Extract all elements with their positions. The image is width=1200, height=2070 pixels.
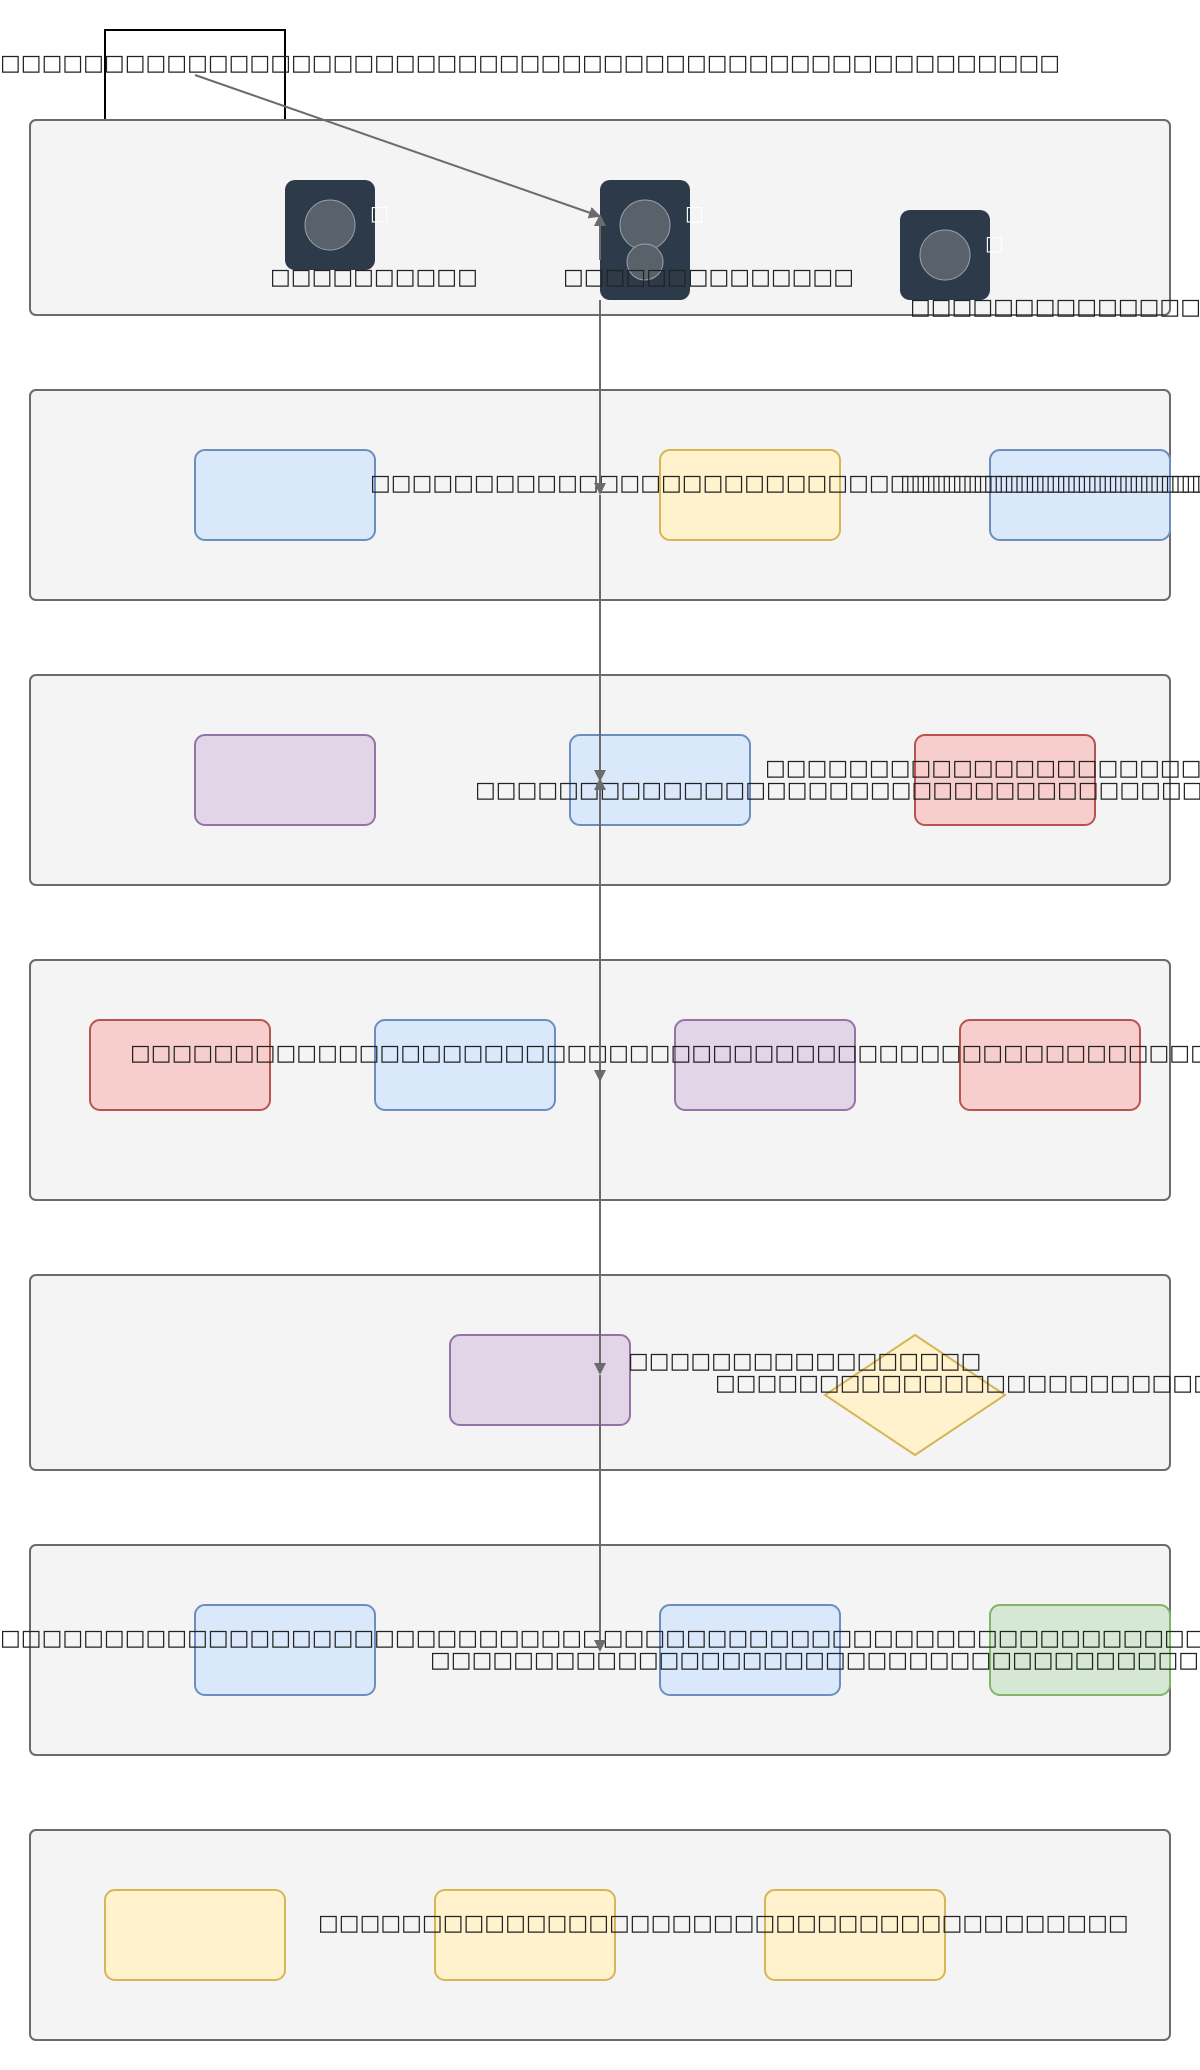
- process-node[interactable]: [449, 1334, 631, 1426]
- edge-label: □□□□□□□□□□□□□□□□□□□□□□□□□□□□□□□: [765, 756, 1200, 781]
- process-node[interactable]: [959, 1019, 1141, 1111]
- edge-label: □□□□□□□□□□□□□□□□□□□□□□□□□□□□□□□□□□□□□□□□…: [715, 1371, 1200, 1396]
- process-node[interactable]: [659, 449, 841, 541]
- process-node[interactable]: [764, 1889, 946, 1981]
- actor-label: □□□□□□□□□□□□□□: [563, 265, 854, 290]
- process-node[interactable]: [989, 1604, 1171, 1696]
- process-node[interactable]: [374, 1019, 556, 1111]
- actor-label: □□□□□□□□□□□□□□: [910, 295, 1200, 320]
- edge-label: □□□□□□□□□□□□□□□□□□□□□□□□□□□□□□□□□□□□□□□: [318, 1911, 1129, 1936]
- user-icon: [304, 199, 356, 251]
- edge-label: □□□□□□□□□□□□□□□□□□□□□□□□□□□□□□□□□□□□□□□□…: [430, 1648, 1200, 1673]
- decision-node[interactable]: [823, 1333, 1007, 1457]
- process-node[interactable]: [194, 449, 376, 541]
- actor-node[interactable]: □: [285, 180, 389, 270]
- process-node[interactable]: [659, 1604, 841, 1696]
- process-node[interactable]: [194, 734, 376, 826]
- user-icon: [919, 229, 971, 281]
- user-icon: [619, 199, 671, 251]
- connector: [194, 74, 601, 219]
- process-node[interactable]: [194, 1604, 376, 1696]
- actor-label: □□□□□□□□□□: [270, 265, 478, 290]
- edge-label: □□□□□□□□□□□□□□□□□□□□□□□□□□: [900, 471, 1200, 496]
- process-node[interactable]: [104, 1889, 286, 1981]
- edge-label: □□□□□□□□□□□□□□□□□: [628, 1349, 981, 1374]
- edge-label: □□□□□□□□□□□□□□□□□□□□□□□□□□□□□□□□□□□□□□□□…: [475, 778, 1200, 803]
- process-node[interactable]: [914, 734, 1096, 826]
- actor-glyph: □: [985, 231, 1004, 255]
- process-node[interactable]: [569, 734, 751, 826]
- user-icon: [626, 243, 664, 281]
- top-box-label: □□□□□□□□□□□□□□□□□□□□□□□□□□□□□□□□□□□□□□□□…: [0, 51, 1060, 76]
- process-node[interactable]: [989, 449, 1171, 541]
- actor-glyph: □: [685, 201, 704, 225]
- edge-label: □□□□□□□□□□□□□□□□□□□□□□□□□□□□□□□□□□□□□□□□…: [130, 1041, 1200, 1066]
- actor-glyph: □: [370, 201, 389, 225]
- edge-label: □□□□□□□□□□□□□□□□□□□□□□□□□□□□□□□□□□□□□□□□…: [370, 471, 1200, 496]
- process-node[interactable]: [89, 1019, 271, 1111]
- actor-node[interactable]: □: [600, 180, 704, 300]
- process-node[interactable]: [674, 1019, 856, 1111]
- process-node[interactable]: [434, 1889, 616, 1981]
- actor-node[interactable]: □: [900, 210, 1004, 300]
